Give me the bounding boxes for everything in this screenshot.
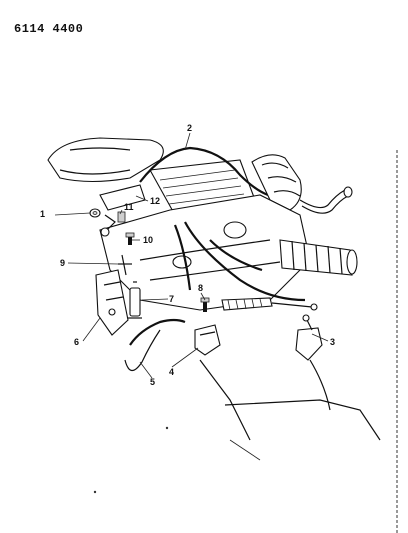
- bolt-10: [125, 232, 135, 245]
- clutch-cable-rod: [221, 297, 318, 311]
- callout-10: 10: [143, 235, 154, 245]
- fitting-1: [89, 208, 101, 218]
- release-lever-bracket: [295, 314, 323, 361]
- air-cleaner-housing: [47, 137, 164, 183]
- vacuum-hose: [299, 189, 346, 209]
- callout-8: 8: [198, 283, 204, 293]
- scan-speck: [165, 426, 169, 430]
- hydraulic-line: [129, 318, 186, 346]
- callout-9: 9: [60, 258, 66, 268]
- figure-code: 6114 4400: [14, 22, 84, 36]
- spark-plug-wires: [173, 221, 306, 302]
- callout-3: 3: [330, 337, 336, 347]
- throttle-linkage: [99, 184, 146, 237]
- callout-4: 4: [169, 367, 175, 377]
- callout-12: 12: [150, 196, 161, 206]
- callout-2: 2: [187, 123, 193, 133]
- slave-cylinder: [194, 324, 221, 356]
- scan-speck: [93, 490, 97, 494]
- leader-lines: [54, 132, 329, 379]
- callout-6: 6: [74, 337, 80, 347]
- engine-block: [99, 194, 311, 311]
- corrugated-boot: [279, 239, 358, 276]
- callout-5: 5: [150, 377, 156, 387]
- sensor-plug: [128, 281, 142, 319]
- mounting-bracket: [95, 269, 129, 336]
- transaxle-housing: [199, 359, 381, 461]
- callout-11: 11: [124, 202, 134, 212]
- callout-7: 7: [169, 294, 175, 304]
- throttle-cable: [139, 146, 269, 197]
- callout-1: 1: [40, 209, 46, 219]
- intake-pipe: [251, 154, 302, 211]
